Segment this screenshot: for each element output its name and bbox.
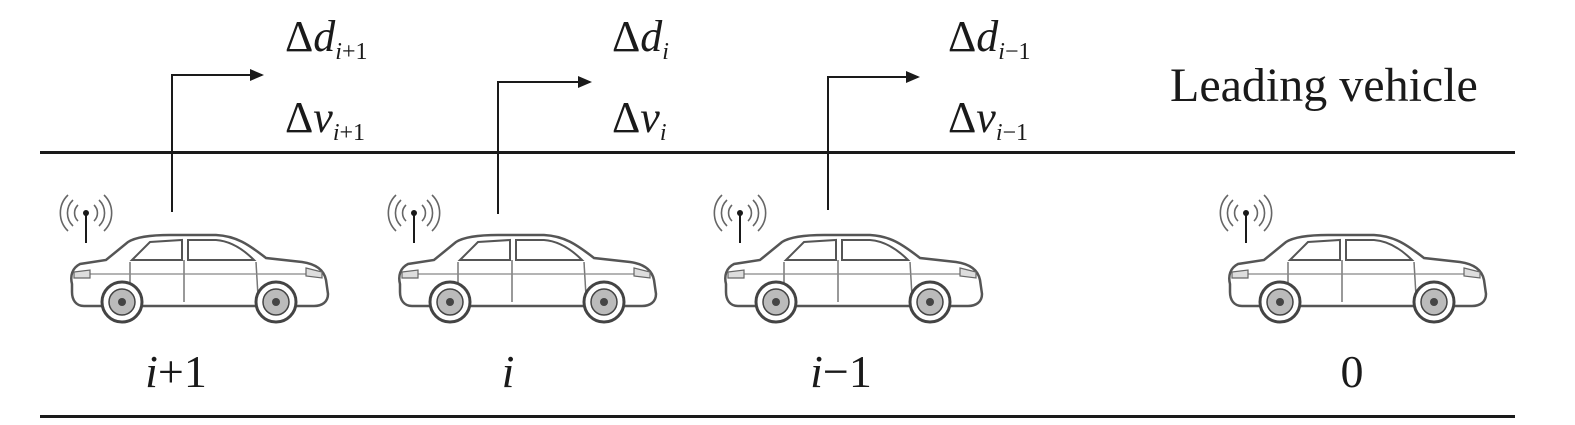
vehicle-leading (1219, 194, 1488, 324)
delta-d-label: Δdi (612, 12, 669, 65)
d-symbol: d (313, 12, 336, 61)
info-arrow (171, 69, 264, 212)
subscript-rest: +1 (339, 120, 366, 146)
subscript-var: i (662, 39, 669, 65)
delta-symbol: Δ (285, 12, 314, 61)
delta-symbol: Δ (612, 12, 641, 61)
delta-symbol: Δ (948, 93, 977, 142)
delta-v-label: Δvi (612, 93, 667, 146)
info-arrow (497, 76, 592, 214)
delta-v-label: Δvi+1 (285, 93, 366, 146)
car-icon (397, 233, 658, 324)
delta-v-label: Δvi−1 (948, 93, 1029, 146)
car-icon (69, 233, 330, 324)
vehicle-index-label: i+1 (96, 345, 256, 398)
vehicle-index-label: i−1 (761, 345, 921, 398)
index-num: 0 (1340, 346, 1364, 397)
index-num: 1 (848, 346, 872, 397)
leading-vehicle-label: Leading vehicle (1170, 59, 1478, 112)
index-num: 1 (183, 346, 207, 397)
index-var: i (810, 346, 823, 397)
delta-symbol: Δ (948, 12, 977, 61)
antenna-icon (387, 194, 441, 244)
antenna-icon (59, 194, 113, 244)
v-symbol: v (976, 93, 996, 142)
vehicle-index-label: 0 (1272, 345, 1432, 398)
index-var: i (145, 346, 158, 397)
v-symbol: v (640, 93, 660, 142)
index-var: i (501, 346, 515, 397)
antenna-icon (713, 194, 767, 244)
v-symbol: v (313, 93, 333, 142)
subscript-var: i (659, 120, 667, 146)
lane-bottom-line (40, 415, 1515, 418)
vehicle-i-minus-1 (713, 71, 984, 324)
lane-top-line (40, 151, 1515, 154)
d-symbol: d (976, 12, 999, 61)
subscript-var: i (995, 120, 1003, 146)
car-icon (723, 233, 984, 324)
delta-symbol: Δ (612, 93, 641, 142)
antenna-icon (1219, 194, 1273, 244)
subscript-rest: +1 (341, 39, 368, 65)
index-op: + (157, 346, 184, 397)
index-op: − (822, 346, 849, 397)
car-icon (1227, 233, 1488, 324)
delta-symbol: Δ (285, 93, 314, 142)
d-symbol: d (640, 12, 663, 61)
subscript-rest: −1 (1004, 39, 1031, 65)
info-arrow (827, 71, 920, 210)
vehicle-i (387, 76, 658, 324)
delta-d-label: Δdi−1 (948, 12, 1031, 65)
subscript-var: i (332, 120, 340, 146)
subscript-var: i (998, 39, 1005, 65)
vehicle-i-plus-1 (59, 69, 330, 324)
subscript-rest: −1 (1002, 120, 1029, 146)
delta-d-label: Δdi+1 (285, 12, 368, 65)
vehicle-index-label: i (428, 345, 588, 398)
subscript-var: i (335, 39, 342, 65)
